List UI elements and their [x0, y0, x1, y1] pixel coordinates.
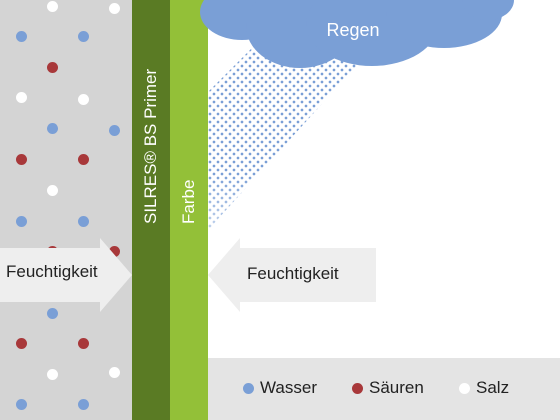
paint-layer: [170, 0, 208, 420]
legend-label-water: Wasser: [260, 378, 317, 397]
cloud-icon: [200, 0, 514, 68]
salt-particle: [16, 92, 27, 103]
acid-particle: [78, 338, 89, 349]
legend-label-acid: Säuren: [369, 378, 424, 397]
legend-item-salt: Salz: [459, 378, 509, 398]
rain-fade: [208, 42, 378, 230]
salt-particle: [109, 367, 120, 378]
acid-particle: [78, 154, 89, 165]
masonry-wall: [0, 0, 132, 420]
acid-particle: [16, 338, 27, 349]
water-particle: [78, 216, 89, 227]
water-particle: [47, 308, 58, 319]
salt-particle: [47, 1, 58, 12]
salt-particle: [47, 369, 58, 380]
water-particle: [16, 399, 27, 410]
water-particle: [16, 31, 27, 42]
water-particle: [47, 123, 58, 134]
water-particle: [16, 216, 27, 227]
water-dot-icon: [243, 382, 254, 394]
legend: Wasser Säuren Salz: [208, 358, 560, 420]
legend-label-salt: Salz: [476, 378, 510, 397]
water-particle: [78, 399, 89, 410]
salt-particle: [47, 185, 58, 196]
outside-moisture-arrow: [208, 238, 376, 312]
inside-moisture-label: Feuchtigkeit: [6, 262, 98, 281]
rain-label: Regen: [326, 20, 380, 40]
primer-layer: [132, 0, 170, 420]
inside-moisture-arrow: [0, 238, 132, 312]
acid-particle: [109, 246, 120, 257]
legend-item-water: Wasser: [243, 378, 317, 398]
water-particle: [78, 31, 89, 42]
legend-item-acid: Säuren: [352, 378, 424, 398]
acid-particle: [47, 62, 58, 73]
salt-particle: [78, 94, 89, 105]
salt-particle: [109, 3, 120, 14]
salt-dot-icon: [459, 382, 470, 394]
acid-dot-icon: [352, 382, 363, 394]
outside-moisture-label: Feuchtigkeit: [247, 264, 339, 283]
water-particle: [109, 125, 120, 136]
acid-particle: [16, 154, 27, 165]
